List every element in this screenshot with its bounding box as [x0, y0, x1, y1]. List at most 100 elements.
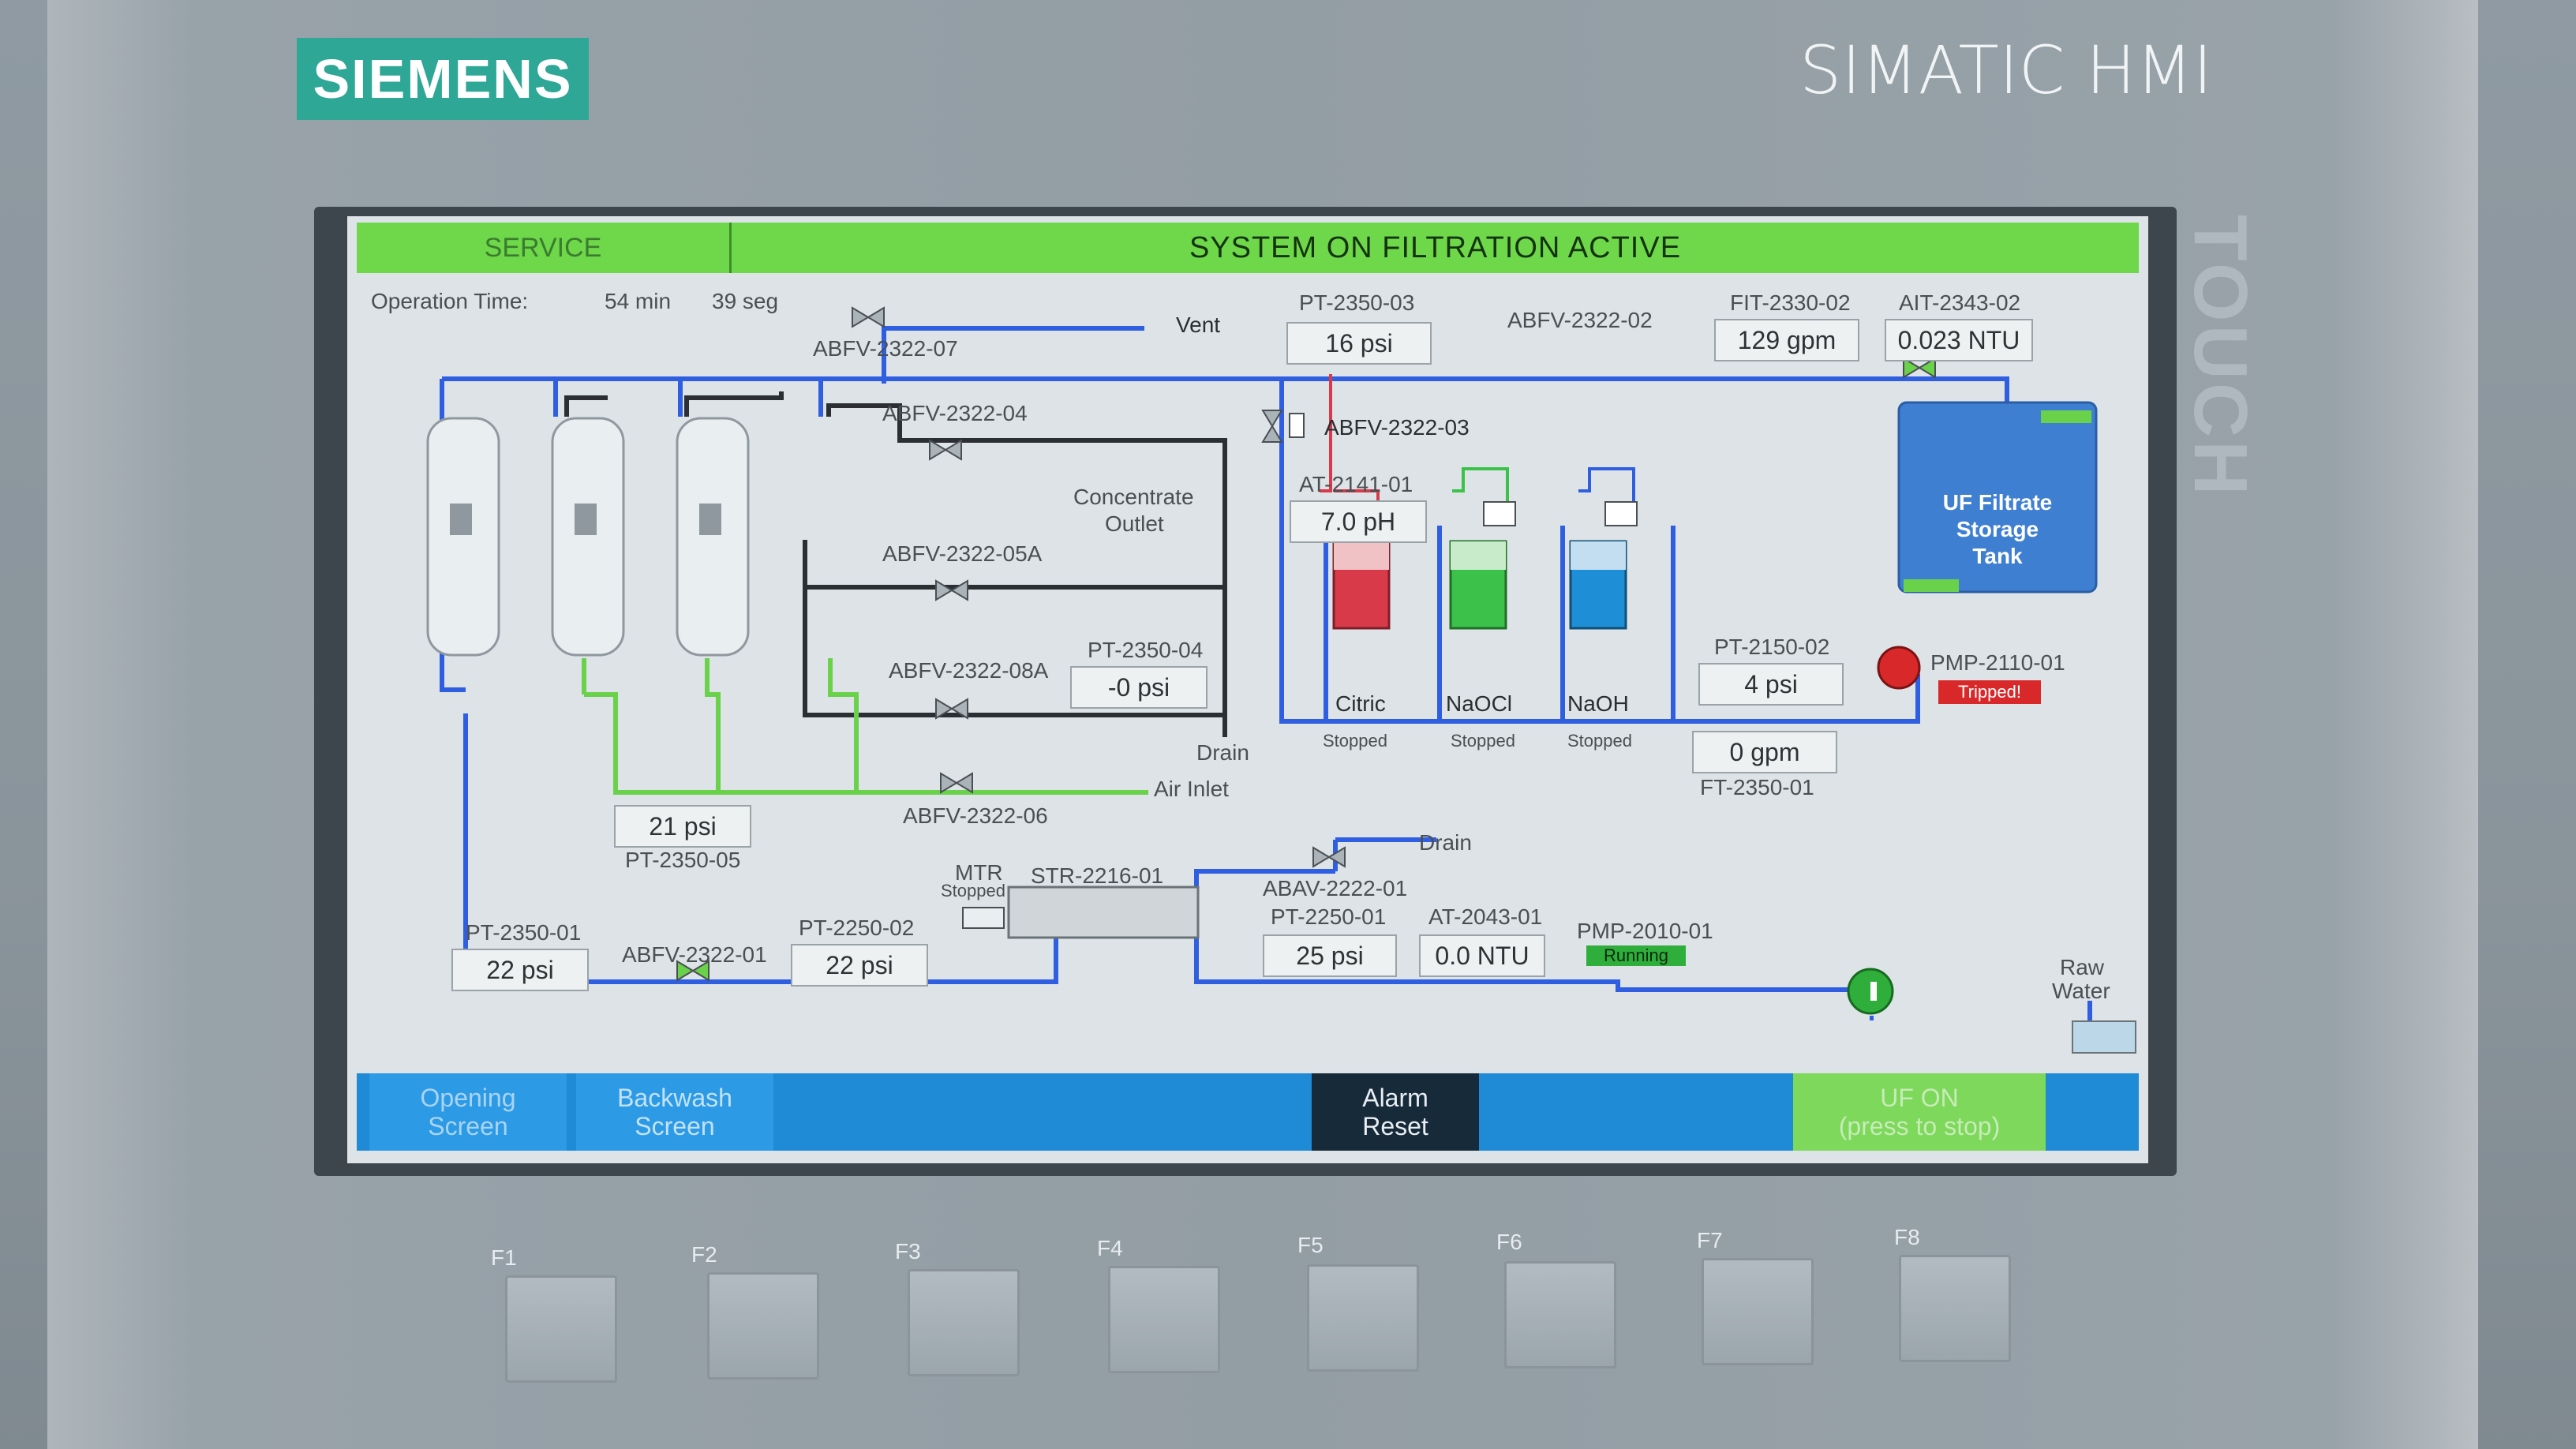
hmi-screen: SERVICE SYSTEM ON FILTRATION ACTIVE Oper…: [347, 216, 2148, 1163]
label-air-inlet: Air Inlet: [1154, 777, 1229, 801]
pipe-vent: [882, 326, 1144, 384]
f7-label: F7: [1697, 1228, 1723, 1252]
f4-label: F4: [1097, 1236, 1123, 1260]
f2-label: F2: [691, 1242, 717, 1267]
uf-module-1: [426, 417, 500, 657]
operation-time-label: Operation Time:: [371, 289, 529, 313]
valve-abav-2222-01: [1312, 846, 1346, 868]
f6-key[interactable]: [1504, 1261, 1616, 1368]
label-outlet: Outlet: [1105, 511, 1164, 536]
label-vent: Vent: [1176, 313, 1221, 337]
siemens-logo: SIEMENS: [297, 38, 589, 120]
mode-indicator: SERVICE: [357, 223, 732, 273]
pid-diagram: [426, 306, 2136, 1054]
f3-label: F3: [895, 1239, 921, 1264]
f2-key[interactable]: [707, 1272, 819, 1380]
uf-modules: [426, 417, 750, 657]
tank-label-line-3: Tank: [1972, 544, 2023, 568]
tag-fit-2330-02: FIT-2330-02: [1730, 290, 1851, 315]
label-strainer: STR-2216-01: [1031, 863, 1164, 888]
f3-key[interactable]: [908, 1269, 1020, 1376]
tag-at-2141-01: AT-2141-01: [1299, 472, 1413, 496]
f8-key[interactable]: [1899, 1255, 2011, 1362]
pipe-feed-bottom: [463, 713, 1058, 984]
f7-key[interactable]: [1702, 1258, 1814, 1365]
tag-ft-2350-01: FT-2350-01: [1700, 775, 1814, 799]
value-fit-2330-02: 129 gpm: [1714, 319, 1859, 361]
pump-2010-status-badge: Running: [1586, 945, 1686, 966]
label-abfv-2322-06: ABFV-2322-06: [903, 803, 1048, 828]
opening-label-1: Opening: [420, 1084, 516, 1112]
value-pt-2350-01: 22 psi: [451, 949, 589, 991]
label-drain-2: Drain: [1419, 830, 1472, 855]
tag-ait-2343-02: AIT-2343-02: [1899, 290, 2021, 315]
valve-abfv-2322-07: [852, 306, 885, 328]
label-abav-2222-01: ABAV-2222-01: [1263, 876, 1408, 900]
tag-at-2043-01: AT-2043-01: [1428, 904, 1543, 929]
label-abfv-2322-03: ABFV-2322-03: [1324, 415, 1470, 440]
value-pt-2350-05: 21 psi: [614, 805, 751, 848]
valve-abfv-2322-06: [940, 772, 973, 794]
label-concentrate: Concentrate: [1073, 485, 1194, 509]
chem-naoh-status: Stopped: [1567, 731, 1632, 751]
f5-key[interactable]: [1307, 1264, 1419, 1372]
valve-abfv-2322-03: [1261, 410, 1283, 443]
backwash-label-2: Screen: [635, 1112, 715, 1140]
tag-pt-2150-02: PT-2150-02: [1714, 635, 1830, 659]
f1-label: F1: [491, 1245, 517, 1270]
chem-citric-name: Citric: [1335, 691, 1386, 716]
operation-time-seconds: 39 seg: [712, 289, 779, 313]
tag-pmp-2010-01: PMP-2010-01: [1577, 919, 1713, 943]
uf-label-2: (press to stop): [1838, 1112, 2001, 1140]
tag-pt-2350-01: PT-2350-01: [466, 920, 582, 945]
chem-naoh-name: NaOH: [1567, 691, 1629, 716]
valve-abfv-2322-04: [929, 439, 962, 461]
tag-pt-2350-04: PT-2350-04: [1088, 638, 1204, 662]
uf-label-1: UF ON: [1880, 1084, 1959, 1112]
operation-time-minutes: 54 min: [605, 289, 672, 313]
touch-label: TOUCH: [2178, 215, 2263, 499]
f5-label: F5: [1297, 1233, 1324, 1257]
chem-naocl-status: Stopped: [1451, 731, 1515, 751]
value-pt-2250-02: 22 psi: [791, 944, 928, 987]
backwash-label-1: Backwash: [617, 1084, 732, 1112]
pipe-chem-loop: [1279, 379, 1920, 724]
f4-key[interactable]: [1108, 1266, 1220, 1373]
system-status: SYSTEM ON FILTRATION ACTIVE: [1189, 230, 1682, 264]
tank-label-line-1: UF Filtrate: [1942, 490, 2053, 515]
value-at-2141-01: 7.0 pH: [1290, 500, 1427, 543]
value-pt-2350-04: -0 psi: [1070, 666, 1208, 709]
status-header: SERVICE SYSTEM ON FILTRATION ACTIVE: [357, 223, 2139, 273]
opening-label-2: Screen: [428, 1112, 508, 1140]
valve-abfv-2322-01: [676, 960, 710, 982]
f6-label: F6: [1496, 1230, 1522, 1254]
mtr-motor: [962, 907, 1005, 929]
model-label: SIMATIC HMI: [1799, 32, 2213, 109]
label-water: Water: [2052, 979, 2110, 1003]
mtr-status: Stopped: [941, 881, 1005, 900]
label-raw: Raw: [2060, 955, 2105, 979]
pipe-concentrate: [826, 403, 1227, 737]
uf-module-2: [551, 417, 625, 657]
tag-pt-2350-03: PT-2350-03: [1299, 290, 1415, 315]
chem-citric-status: Stopped: [1323, 731, 1387, 751]
chemical-tanks: [1332, 501, 1638, 630]
label-abfv-2322-04: ABFV-2322-04: [882, 401, 1028, 425]
raw-water-inlet: [2072, 1020, 2136, 1054]
chem-naocl-name: NaOCl: [1446, 691, 1513, 716]
strainer-str-2216-01: [1007, 886, 1200, 939]
f8-label: F8: [1894, 1225, 1920, 1249]
uf-on-button[interactable]: UF ON(press to stop): [1793, 1073, 2046, 1151]
uf-module-3: [676, 417, 750, 657]
alarm-label-1: Alarm: [1362, 1084, 1428, 1112]
label-abfv-2322-01: ABFV-2322-01: [622, 942, 767, 967]
f1-key[interactable]: [505, 1275, 617, 1383]
pump-2110-status-badge: Tripped!: [1938, 680, 2041, 704]
storage-tank-label: UF Filtrate Storage Tank: [1899, 489, 2096, 570]
tag-pt-2250-01: PT-2250-01: [1271, 904, 1387, 929]
value-pt-2350-03: 16 psi: [1286, 322, 1432, 365]
uf-filtrate-storage-tank: [1897, 401, 2098, 593]
